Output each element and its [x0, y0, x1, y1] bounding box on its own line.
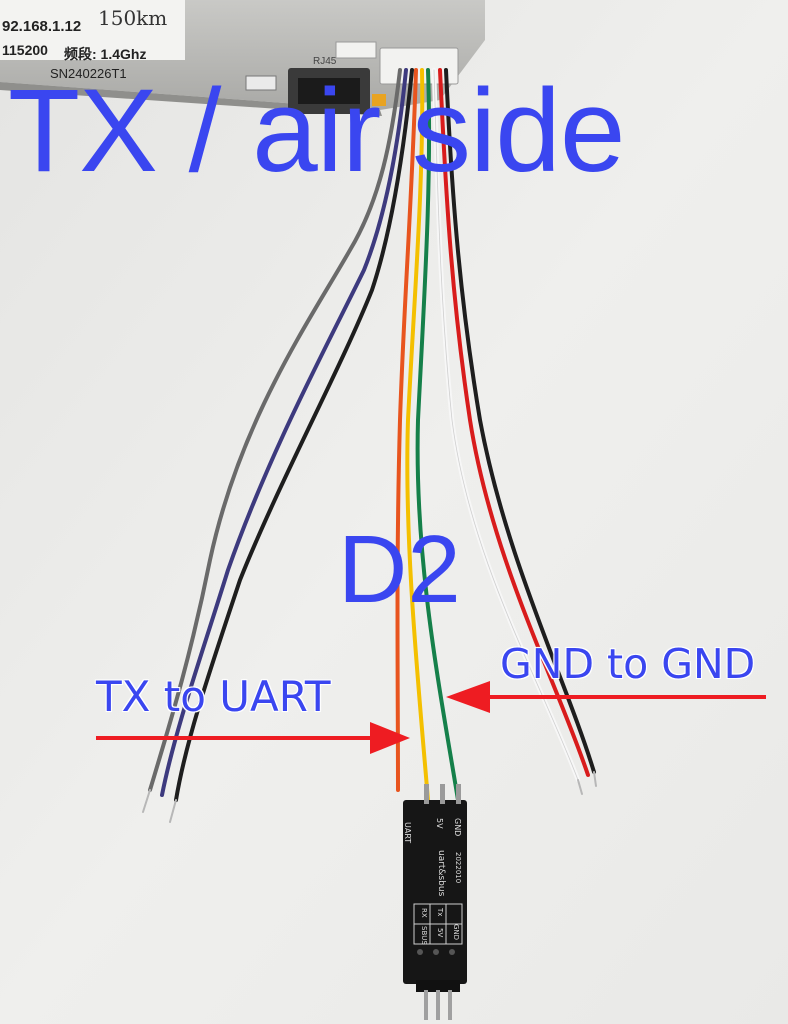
pcb-label-code: 2022010 [454, 852, 462, 884]
pcb-label-5v: 5V [435, 818, 444, 829]
sticker-serial: SN240226T1 [50, 66, 127, 81]
sticker-port: RJ45 [313, 56, 337, 67]
wire-purple [160, 68, 408, 797]
overlay-board-name: D2 [338, 516, 461, 623]
sticker-range: 150km [98, 6, 168, 30]
wire-gray [148, 68, 402, 792]
pcb-label-uart: UART [403, 822, 412, 844]
sticker-freq: 频段: 1.4Ghz [64, 46, 147, 62]
radio-device [0, 0, 485, 116]
sticker-ip: 92.168.1.12 [2, 18, 82, 35]
gnd-arrow-icon [446, 681, 766, 713]
wire-black-right [444, 68, 596, 774]
pcb-label-5v-2: 5V [436, 928, 444, 938]
pcb-label-sbus: SBUS [420, 926, 428, 945]
pcb-label-gnd: GND [453, 818, 462, 837]
tx-arrow-icon [96, 722, 410, 754]
wire-black-left [174, 68, 414, 802]
pcb-label-rx: RX [420, 908, 428, 918]
adapter-board [403, 784, 467, 1020]
wire-red [438, 68, 590, 777]
pcb-label-brand: uart&sbus [436, 850, 446, 897]
overlay-tx-label: TX to UART [96, 672, 331, 721]
overlay-gnd-label: GND to GND [500, 640, 756, 688]
pcb-label-gnd-2: GND [452, 924, 460, 941]
wires [142, 67, 597, 823]
wire-green [415, 68, 460, 802]
overlay-title: TX / air side [8, 65, 626, 197]
wire-orange [395, 68, 418, 792]
wire-yellow [405, 68, 430, 802]
pcb-label-tx: Tx [436, 908, 444, 917]
sticker-baud: 115200 [2, 42, 48, 58]
